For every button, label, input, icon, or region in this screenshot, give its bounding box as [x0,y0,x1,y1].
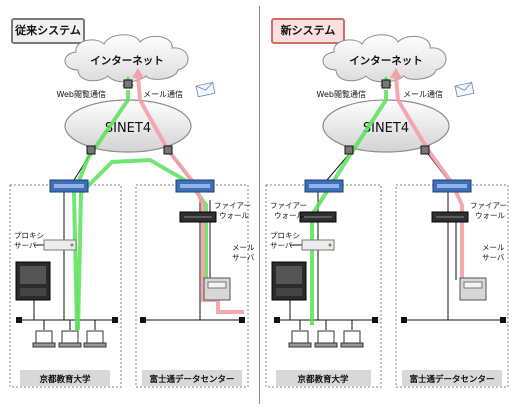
kyoto-site-box [9,184,122,388]
firewall-icon [179,211,217,223]
mail-server-label: サーバ [232,253,255,262]
mail-arrow-icon [132,68,144,78]
bus-end-node [16,317,22,323]
kyoto-site-label: 京都教育大学 [39,374,91,385]
bus-end-node [112,317,118,323]
client-pc-icon [58,330,82,348]
router-icon [381,79,391,89]
bus-end-node [372,317,378,323]
proxy-label: プロキシ [270,231,300,240]
client-pc-icon [314,330,338,348]
bus-end-node [140,317,146,323]
fujitsu-site-label: 富士通データセンター [149,374,234,385]
server-rack-icon [271,261,307,301]
kyoto-site-label-bg [20,370,110,386]
firewall-icon [299,211,337,223]
mail-server-icon [203,277,231,301]
fujitsu-site-label-bg [142,370,242,386]
internet-cloud: インターネット [322,34,447,83]
mail-envelope-icon [454,81,475,98]
sinet4-network: SINET4 [64,99,192,153]
proxy-label: プロキシ [14,231,44,240]
proxy-label: サーバ [14,241,37,250]
client-pc-icon [32,330,56,348]
mail-server-label: メール [482,243,505,252]
client-pc-icon [340,330,364,348]
kyoto-switch-icon [304,179,344,193]
web-traffic-label: Web閲覧通信 [57,89,106,99]
router-icon [163,145,173,155]
web-traffic-path [71,90,130,331]
internet-cloud: インターネット [64,34,189,83]
firewall-label: ファイアー [270,201,307,210]
mail-arrow-icon [390,68,402,78]
sinet4-label: SINET4 [363,121,409,136]
mail-server-label: メール [232,243,255,252]
fujitsu-site-label-bg [402,370,502,386]
kyoto-site-label-bg [276,370,371,386]
web-traffic-path [76,157,208,331]
proxy-label: サーバ [270,241,293,250]
kyoto-site-label: 京都教育大学 [297,374,349,385]
old-system-panel: インターネット SINET4 Web閲覧通信 メール通信 京都教育大学 富士通デ… [9,34,255,388]
firewall-label: ウォール [219,211,249,220]
router-icon [344,145,354,155]
kyoto-switch-icon [49,179,89,193]
internet-label: インターネット [349,55,423,67]
web-traffic-label: Web閲覧通信 [317,89,366,99]
old-system-title: 従来システム [11,18,85,44]
mail-envelope-icon [195,81,216,98]
proxy-server-icon [301,239,335,251]
mail-server-icon [459,277,487,301]
mail-traffic-path [136,75,244,314]
router-icon [123,79,133,89]
fujitsu-switch-icon [175,179,215,193]
internet-label: インターネット [90,55,164,67]
mail-server-label: サーバ [482,253,505,262]
firewall-icon [431,211,469,223]
mail-traffic-label: メール通信 [143,89,183,99]
new-system-title: 新システム [271,18,345,44]
bus-end-node [239,317,245,323]
mail-traffic-label: メール通信 [403,89,443,99]
new-system-panel: インターネット SINET4 Web閲覧通信 メール通信 京都教育大学 富士通デ… [265,34,509,388]
router-icon [86,145,96,155]
panel-divider [259,6,260,404]
bus-end-node [500,317,506,323]
server-rack-icon [15,261,51,301]
fujitsu-switch-icon [432,179,472,193]
firewall-label: ウォール [475,211,505,220]
client-pc-icon [83,330,107,348]
sinet4-network: SINET4 [322,99,450,153]
bus-end-node [274,317,280,323]
firewall-label: ファイアー [470,201,507,210]
sinet4-label: SINET4 [105,121,151,136]
client-pc-icon [288,330,312,348]
firewall-label: ファイアー [214,201,251,210]
web-traffic-path [310,90,388,325]
router-icon [420,145,430,155]
fujitsu-site-label: 富士通データセンター [409,374,494,385]
firewall-label: ウォール [274,211,304,220]
bus-end-node [401,317,407,323]
proxy-server-icon [43,239,77,251]
